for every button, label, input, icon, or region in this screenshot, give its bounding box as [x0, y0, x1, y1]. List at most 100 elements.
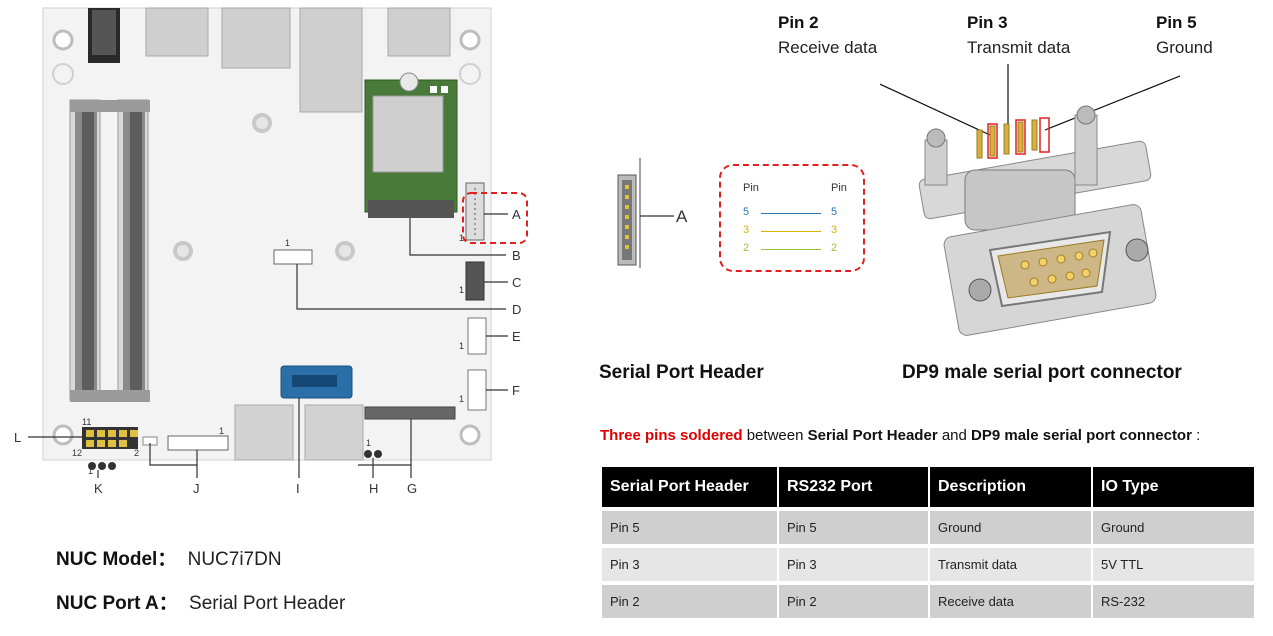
table-cell: Ground: [1093, 511, 1254, 548]
table-cell: Pin 5: [602, 511, 777, 548]
nuc-model-line: NUC Model： NUC7i7DN: [56, 544, 282, 571]
callout-e: E: [512, 329, 521, 344]
serial-header-a: [465, 182, 485, 241]
pin-link-2: [761, 249, 821, 250]
board-callout-labels: A B C D E F G H I J K L 1 1 1 1 1 1 1 11…: [14, 207, 521, 496]
sentence-and: and: [937, 427, 972, 444]
db9-connector-drawing: [880, 60, 1180, 340]
front-pins: [1020, 248, 1098, 287]
pin-left-5: 5: [743, 206, 750, 218]
nuc-model-label: NUC Model：: [56, 549, 177, 570]
callout-a: A: [512, 207, 521, 222]
m2-slot: [364, 406, 456, 420]
serial-header-caption: Serial Port Header: [599, 362, 764, 383]
pin-mapping-table: Serial Port Header RS232 Port Descriptio…: [600, 467, 1256, 622]
col-header-description: Description: [930, 467, 1091, 511]
db9-caption: DP9 male serial port connector: [902, 362, 1182, 383]
pin5-title: Pin 5: [1156, 13, 1197, 32]
wifi-card: [364, 72, 458, 218]
pin12-mark-l: 12: [72, 448, 82, 458]
table-row: Pin 3 Pin 3 Transmit data 5V TTL: [602, 548, 1254, 585]
pin-head-left: Pin: [743, 182, 759, 194]
pin1-mark-a: 1: [459, 233, 464, 243]
callout-f: F: [512, 383, 520, 398]
col-header-io-type: IO Type: [1093, 467, 1254, 511]
board-illustration: [28, 7, 528, 478]
callout-g: G: [407, 481, 417, 496]
pin1-mark-c: 1: [459, 285, 464, 295]
corner-holes: [52, 29, 481, 446]
sentence-connector: DP9 male serial port connector: [971, 427, 1192, 444]
header-callout-a: A: [676, 207, 688, 226]
mount-holes-outer: [52, 63, 481, 85]
nuc-model-value: NUC7i7DN: [187, 549, 282, 570]
table-row: Pin 5 Pin 5 Ground Ground: [602, 511, 1254, 548]
pin2-title: Pin 2: [778, 13, 819, 32]
pin-link-5: [761, 213, 821, 214]
callout-b: B: [512, 248, 521, 263]
callout-c: C: [512, 275, 521, 290]
sodimm-slots: [69, 99, 150, 402]
col-header-serial-port: Serial Port Header: [602, 467, 777, 511]
table-cell: Pin 3: [602, 548, 777, 585]
pin3-desc: Transmit data: [967, 38, 1071, 57]
table-cell: 5V TTL: [1093, 548, 1254, 585]
front-usb-2: [304, 404, 364, 461]
sentence-between: between: [742, 427, 808, 444]
table-cell: Pin 3: [779, 548, 928, 585]
table-cell: Pin 5: [779, 511, 928, 548]
table-cell: RS-232: [1093, 585, 1254, 622]
pin-right-5: 5: [831, 206, 838, 218]
pin2-mark-l: 2: [134, 448, 139, 458]
db9-connector-illustration: [880, 64, 1180, 336]
callout-h: H: [369, 481, 378, 496]
highlighted-pins: [987, 117, 1050, 159]
connector-d: [273, 249, 313, 265]
pin1-mark-k: 1: [88, 466, 93, 476]
callout-k: K: [94, 481, 103, 496]
pin-head-right: Pin: [831, 182, 847, 194]
sentence-highlight: Three pins soldered: [600, 427, 743, 444]
pin-right-3: 3: [831, 224, 838, 236]
hdmi-port: [221, 7, 291, 69]
solder-pins: [976, 119, 1038, 159]
highlight-box-a: [462, 192, 528, 244]
pin2-desc: Receive data: [778, 38, 878, 57]
table-cell: Pin 2: [779, 585, 928, 622]
pin5-desc: Ground: [1156, 38, 1213, 57]
table-row: Pin 2 Pin 2 Receive data RS-232: [602, 585, 1254, 622]
jumper-h: [364, 450, 382, 458]
front-panel-header-l: [82, 427, 138, 449]
nuc-board-diagram: A B C D E F G H I J K L 1 1 1 1 1 1 1 11…: [0, 0, 540, 500]
pinout-box: Pin Pin 5 5 3 3 2 2: [719, 164, 865, 272]
pin1-mark-f: 1: [459, 394, 464, 404]
connector-j: [167, 435, 229, 451]
connector-c: [465, 261, 485, 301]
nuc-port-label: NUC Port A：: [56, 593, 178, 614]
usb-port-2: [387, 7, 451, 57]
jumper-k: [88, 462, 116, 470]
sentence-end: :: [1191, 427, 1201, 444]
nuc-port-line: NUC Port A： Serial Port Header: [56, 588, 345, 615]
pin-left-2: 2: [743, 242, 750, 254]
table-header-row: Serial Port Header RS232 Port Descriptio…: [602, 467, 1254, 511]
sentence-header: Serial Port Header: [807, 427, 938, 444]
pin-link-3: [761, 231, 821, 232]
pin-left-3: 3: [743, 224, 750, 236]
pin1-mark-d: 1: [285, 238, 290, 248]
db9-front-body: [943, 204, 1157, 336]
callout-d: D: [512, 302, 521, 317]
serial-header-icon: A: [617, 158, 688, 268]
pin1-mark-j: 1: [219, 426, 224, 436]
pin3-title: Pin 3: [967, 13, 1008, 32]
db9-back-body: [918, 105, 1152, 231]
lan-usb-stack: [299, 7, 363, 113]
leader-lines: [28, 213, 508, 478]
callout-l: L: [14, 430, 21, 445]
pin1-mark-h: 1: [366, 438, 371, 448]
table-cell: Receive data: [930, 585, 1091, 622]
callout-i: I: [296, 481, 300, 496]
pin1-mark-e: 1: [459, 341, 464, 351]
usb-port-1: [145, 7, 209, 57]
callout-j: J: [193, 481, 200, 496]
